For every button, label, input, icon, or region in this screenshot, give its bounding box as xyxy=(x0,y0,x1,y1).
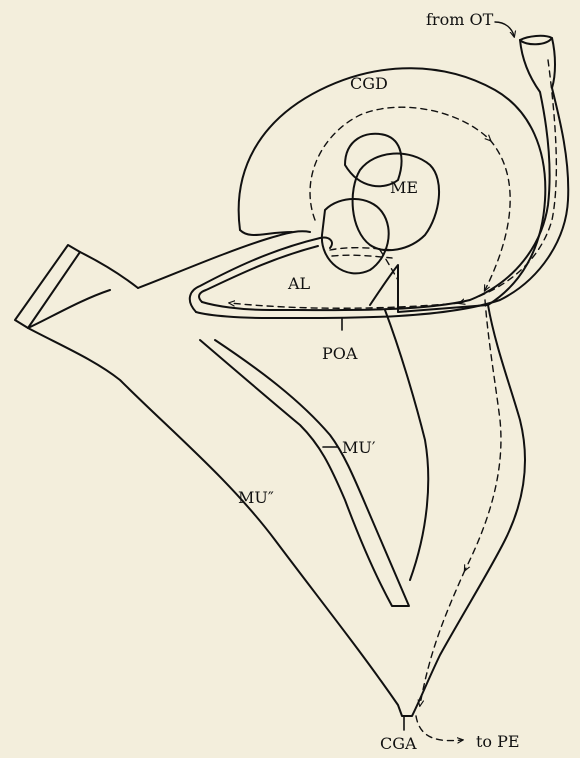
label-poa: POA xyxy=(322,346,357,362)
label-mu-prime: MU′ xyxy=(342,440,376,456)
label-cgd: CGD xyxy=(350,76,388,92)
label-to-pe: to PE xyxy=(476,734,520,750)
mu-fold-line xyxy=(200,340,409,606)
dashed-pathways xyxy=(230,60,556,741)
me-lobe-large xyxy=(353,154,439,251)
label-from-ot: from OT xyxy=(426,12,493,28)
label-al: AL xyxy=(288,276,310,292)
main-body-outline xyxy=(28,305,525,716)
label-mu-double-prime: MU″ xyxy=(238,490,274,506)
al-lobe-outline xyxy=(322,199,389,273)
label-cga: CGA xyxy=(380,736,417,752)
poa-fold-line xyxy=(385,310,428,580)
connecting-arm xyxy=(138,231,310,288)
label-me: ME xyxy=(390,180,418,196)
from-ot-arrow xyxy=(495,22,514,36)
left-tract-stump xyxy=(15,245,138,328)
